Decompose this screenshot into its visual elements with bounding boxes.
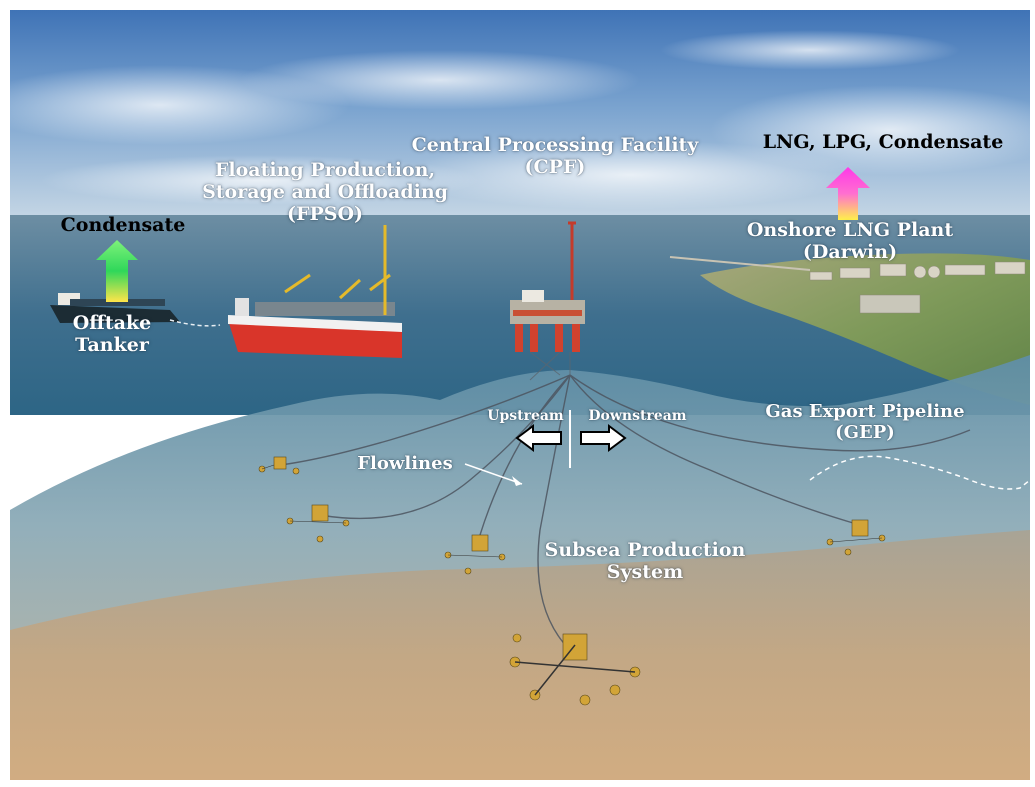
gas-export-pipeline-line (809, 455, 1030, 490)
platform-icon (510, 221, 585, 352)
upstream-label: Upstream (487, 408, 564, 424)
condensate-label: Condensate (60, 214, 186, 236)
products-arrow-icon (826, 167, 870, 220)
coastline (700, 253, 1030, 405)
cpf-label: Central Processing Facility(CPF) (411, 134, 699, 178)
diagram-scene: Central Processing Facility(CPF) Floatin… (10, 10, 1030, 780)
scene-illustration (10, 10, 1030, 780)
flowlines-pipework (279, 374, 971, 651)
onshore-plant-label: Onshore LNG Plant(Darwin) (746, 219, 954, 263)
clouds (10, 30, 1030, 210)
condensate-arrow-icon (96, 240, 138, 302)
lng-plant-icon (669, 256, 1026, 314)
flowlines-label: Flowlines (357, 453, 453, 474)
downstream-arrow-icon (580, 424, 627, 452)
gep-label: Gas Export Pipeline(GEP) (765, 401, 965, 443)
fpso-vessel-icon (228, 225, 402, 358)
downstream-label: Downstream (588, 408, 687, 424)
ship-icon (50, 293, 221, 327)
subsea-manifold-icon (258, 456, 886, 706)
upstream-arrow-icon (515, 424, 562, 452)
fpso-label: Floating Production,Storage and Offloadi… (202, 159, 448, 225)
seabed (10, 530, 1030, 780)
risers (529, 351, 571, 381)
flowlines-pointer (464, 463, 523, 485)
products-label: LNG, LPG, Condensate (762, 131, 1004, 153)
flowlines-pointer-head (512, 476, 522, 486)
